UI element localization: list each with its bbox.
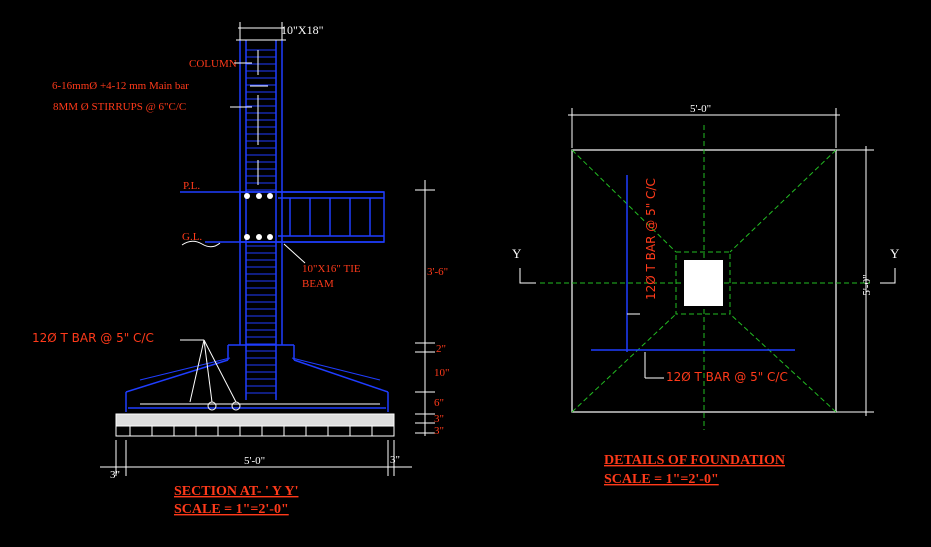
- plan-top-dim: [568, 108, 840, 148]
- dim-width: 5'-0": [244, 455, 265, 467]
- section-title: SECTION AT- ' Y Y': [174, 484, 298, 499]
- dim-left-3: 3": [110, 469, 120, 481]
- soling-layer: [115, 425, 395, 437]
- plan-title: DETAILS OF FOUNDATION: [604, 453, 785, 468]
- column-width-dim: [238, 22, 284, 40]
- main-bar-label: 6-16mmØ +4-12 mm Main bar: [52, 80, 189, 92]
- y-right-label: Y: [890, 246, 900, 261]
- footing-outline: [125, 344, 389, 412]
- column-label: COLUMN: [189, 58, 237, 70]
- dim-2: 2": [436, 343, 446, 355]
- dim-right-3: 3": [390, 454, 400, 466]
- dim-3-6: 3'-6": [427, 266, 448, 278]
- dim-6: 6": [434, 397, 444, 409]
- tie-beam: [239, 191, 385, 243]
- gl-label: G.L.: [182, 231, 202, 243]
- bar-note: 12Ø T BAR @ 5" C/C: [32, 331, 154, 345]
- plan-dim-right: 5'-0": [861, 274, 873, 295]
- tie-beam-label-1: 10"X16" TIE: [302, 263, 361, 275]
- right-dimension-line: [415, 180, 435, 436]
- y-left-label: Y: [512, 246, 522, 261]
- section-view: 10"X18" COLUMN 6-16mmØ +4-12 mm Main bar…: [32, 22, 450, 517]
- pl-label: P.L.: [183, 180, 200, 192]
- dim-3b: 3": [434, 425, 444, 437]
- dim-10: 10": [434, 367, 450, 379]
- bottom-dimension-line: [100, 440, 412, 476]
- column-plan: [684, 260, 723, 306]
- column-size-label: 10"X18": [281, 23, 324, 37]
- plan-right-dim: [836, 146, 874, 416]
- tie-beam-label-2: BEAM: [302, 278, 334, 290]
- stirrups-label: 8MM Ø STIRRUPS @ 6"C/C: [53, 101, 186, 113]
- section-scale: SCALE = 1"=2'-0": [174, 502, 289, 517]
- plan-bar-vertical: 12Ø T BAR @ 5" C/C: [644, 178, 658, 300]
- column-outline: [236, 39, 286, 400]
- beam-bars: [244, 193, 273, 240]
- plan-view: 5'-0" 5'-0" Y Y: [512, 103, 900, 487]
- plan-scale: SCALE = 1"=2'-0": [604, 472, 719, 487]
- column-stirrups: [246, 49, 276, 394]
- dim-3a: 3": [434, 413, 444, 425]
- plan-bar-horizontal: 12Ø T BAR @ 5" C/C: [666, 370, 788, 384]
- pcc-bed: [115, 413, 395, 427]
- plan-dim-top: 5'-0": [690, 103, 711, 115]
